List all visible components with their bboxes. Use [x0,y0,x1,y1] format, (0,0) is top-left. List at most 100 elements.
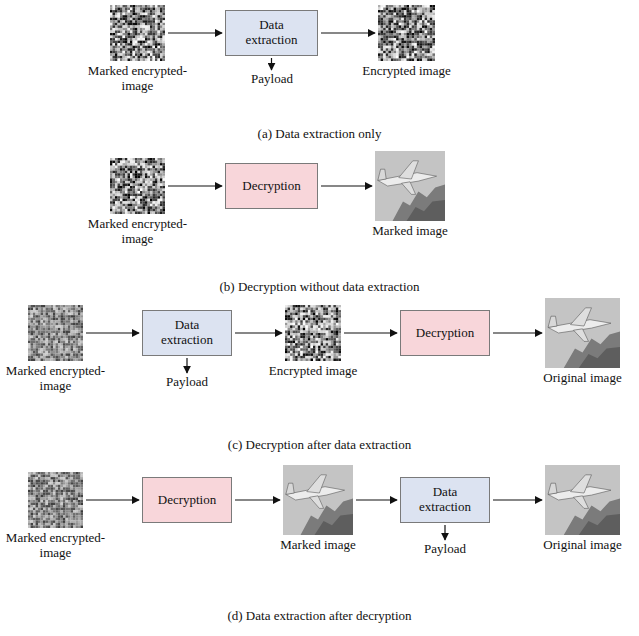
noise-pixel [110,168,113,171]
noise-pixel [56,323,59,326]
noise-pixel [31,343,34,346]
noise-pixel [71,348,74,351]
noise-pixel [120,23,123,26]
noise-pixel [155,8,158,11]
noise-pixel [414,18,417,21]
noise-pixel [68,351,71,354]
noise-pixel [115,181,118,184]
noise-pixel [31,348,34,351]
noise-pixel [427,56,430,59]
noise-pixel [76,323,79,326]
noise-pixel [396,33,399,36]
noise-pixel [409,5,412,8]
noise-pixel [76,351,79,354]
noise-pixel [422,33,425,36]
noise-pixel [36,315,39,318]
noise-pixel [73,341,76,344]
noise-pixel [66,328,69,331]
noise-pixel [51,308,54,311]
noise-pixel [130,8,133,11]
noise-pixel [148,41,151,44]
noise-pixel [130,168,133,171]
noise-pixel [155,30,158,33]
noise-pixel [53,305,56,308]
noise-pixel [407,5,410,8]
noise-pixel [130,204,133,207]
noise-pixel [378,41,381,44]
noise-pixel [386,58,389,61]
noise-pixel [115,38,118,41]
noise-pixel [148,13,151,16]
noise-pixel [115,161,118,164]
noise-pixel [414,46,417,49]
noise-pixel [143,161,146,164]
noise-pixel [160,211,163,214]
noise-pixel [412,53,415,56]
noise-pixel [73,348,76,351]
noise-pixel [414,48,417,51]
noise-pixel [138,30,141,33]
noise-pixel [125,28,128,31]
noise-pixel [73,330,76,333]
noise-pixel [118,56,121,59]
noise-pixel [155,158,158,161]
noise-pixel [163,204,166,207]
noise-pixel [399,18,402,21]
noise-pixel [430,41,433,44]
noise-pixel [113,48,116,51]
noise-pixel [130,161,133,164]
noise-pixel [153,196,156,199]
noise-pixel [399,51,402,54]
noise-pixel [130,209,133,212]
noise-pixel [51,320,54,323]
noise-pixel [381,30,384,33]
noise-pixel [388,8,391,11]
noise-pixel [135,196,138,199]
noise-pixel [110,201,113,204]
noise-pixel [158,51,161,54]
noise-pixel [113,28,116,31]
noise-pixel [163,48,166,51]
noise-pixel [68,310,71,313]
noise-pixel [160,183,163,186]
noise-pixel [135,176,138,179]
noise-pixel [432,15,435,18]
noise-pixel [68,308,71,311]
noise-pixel [391,58,394,61]
noise-pixel [409,10,412,13]
noise-pixel [394,25,397,28]
noise-pixel [138,33,141,36]
noise-pixel [425,48,428,51]
noise-pixel [81,305,84,308]
noise-pixel [153,189,156,192]
noise-pixel [33,346,36,349]
noise-pixel [133,176,136,179]
noise-pixel [310,305,313,308]
noise-pixel [143,196,146,199]
noise-pixel [150,196,153,199]
noise-pixel [115,194,118,197]
noise-pixel [120,33,123,36]
noise-pixel [123,53,126,56]
noise-pixel [53,338,56,341]
noise-pixel [31,305,34,308]
noise-pixel [407,48,410,51]
noise-pixel [412,8,415,11]
noise-pixel [68,323,71,326]
noise-pixel [150,168,153,171]
noise-pixel [158,36,161,39]
noise-pixel [381,33,384,36]
noise-pixel [378,28,381,31]
noise-pixel [66,338,69,341]
noise-pixel [381,15,384,18]
noise-pixel [123,25,126,28]
noise-pixel [378,36,381,39]
noise-pixel [115,189,118,192]
noise-pixel [138,158,141,161]
noise-pixel [115,43,118,46]
noise-pixel [53,351,56,354]
noise-pixel [404,20,407,23]
noise-pixel [391,41,394,44]
noise-pixel [158,30,161,33]
noise-pixel [46,351,49,354]
